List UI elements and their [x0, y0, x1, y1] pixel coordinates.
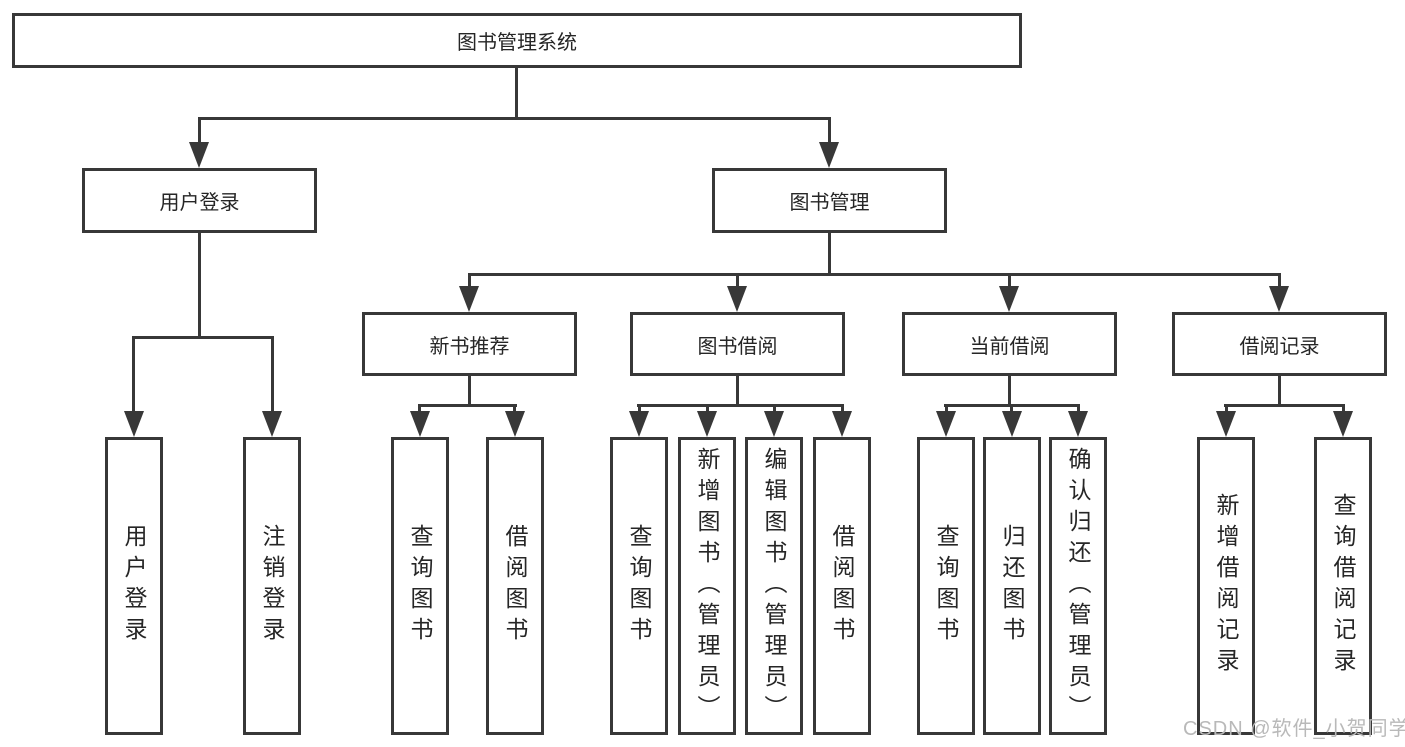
- node-label: 用户登录: [121, 524, 147, 648]
- node-label: 查询图书: [626, 524, 652, 648]
- csdn-watermark: CSDN @软件_小贺同学: [1183, 718, 1405, 740]
- node-label: 归还图书: [999, 524, 1025, 648]
- connector-line: [1278, 273, 1281, 288]
- leaf-return-books: 归还图书: [983, 437, 1041, 735]
- connector-line: [468, 273, 1281, 276]
- leaf-query-books: 查询图书: [391, 437, 449, 735]
- leaf-borrow-books: 借阅图书: [813, 437, 871, 735]
- node-label: 借阅图书: [829, 524, 855, 648]
- connector-line: [1342, 404, 1345, 416]
- arrow-down-icon: [936, 411, 956, 437]
- arrow-down-icon: [1333, 411, 1353, 437]
- arrow-down-icon: [999, 286, 1019, 312]
- connector-line: [828, 117, 831, 145]
- node-label: 图书借阅: [697, 335, 778, 358]
- arrow-down-icon: [1002, 411, 1022, 437]
- arrow-down-icon: [459, 286, 479, 312]
- leaf-edit-books-admin: 编辑图书（管理员）: [745, 437, 803, 735]
- connector-line: [828, 233, 831, 275]
- arrow-down-icon: [1269, 286, 1289, 312]
- connector-line: [1278, 376, 1281, 407]
- node-label: 新增图书（管理员）: [694, 446, 720, 726]
- arrow-down-icon: [410, 411, 430, 437]
- arrow-down-icon: [697, 411, 717, 437]
- node-label: 用户登录: [159, 192, 240, 214]
- node-label: 注销登录: [259, 524, 285, 648]
- arrow-down-icon: [727, 286, 747, 312]
- node-label: 新增借阅记录: [1213, 493, 1239, 679]
- arrow-down-icon: [819, 142, 839, 168]
- arrow-down-icon: [1216, 411, 1236, 437]
- connector-line: [736, 376, 739, 407]
- arrow-down-icon: [629, 411, 649, 437]
- leaf-confirm-return-admin: 确认归还（管理员）: [1049, 437, 1107, 735]
- node-borrow-records: 借阅记录: [1172, 312, 1387, 376]
- connector-line: [132, 336, 274, 339]
- leaf-query-books: 查询图书: [610, 437, 668, 735]
- leaf-query-borrow-record: 查询借阅记录: [1314, 437, 1372, 735]
- leaf-borrow-books: 借阅图书: [486, 437, 544, 735]
- connector-line: [468, 273, 471, 288]
- arrow-down-icon: [262, 411, 282, 437]
- arrow-down-icon: [832, 411, 852, 437]
- node-user-login: 用户登录: [82, 168, 317, 233]
- arrow-down-icon: [505, 411, 525, 437]
- node-label: 当前借阅: [969, 335, 1050, 358]
- connector-line: [638, 404, 641, 416]
- connector-line: [1225, 404, 1228, 416]
- leaf-query-books: 查询图书: [917, 437, 975, 735]
- node-label: 新书推荐: [429, 335, 510, 358]
- node-label: 借阅记录: [1239, 335, 1320, 358]
- node-book-management: 图书管理: [712, 168, 947, 233]
- node-label: 借阅图书: [502, 524, 528, 648]
- connector-line: [198, 117, 831, 120]
- connector-line: [945, 404, 948, 416]
- leaf-user-login: 用户登录: [105, 437, 163, 735]
- connector-line: [198, 117, 201, 145]
- leaf-add-books-admin: 新增图书（管理员）: [678, 437, 736, 735]
- connector-line: [773, 404, 776, 416]
- connector-line: [513, 404, 516, 416]
- connector-line: [736, 273, 739, 288]
- node-label: 确认归还（管理员）: [1065, 446, 1091, 726]
- node-current-borrow: 当前借阅: [902, 312, 1117, 376]
- leaf-logout: 注销登录: [243, 437, 301, 735]
- node-new-book-recommend: 新书推荐: [362, 312, 577, 376]
- connector-line: [1008, 273, 1011, 288]
- connector-line: [1224, 404, 1345, 407]
- arrow-down-icon: [764, 411, 784, 437]
- connector-line: [271, 336, 274, 414]
- connector-line: [418, 404, 517, 407]
- arrow-down-icon: [124, 411, 144, 437]
- connector-line: [637, 404, 844, 407]
- node-label: 图书管理: [789, 192, 870, 214]
- node-label: 图书管理系统: [457, 32, 577, 54]
- connector-line: [1010, 404, 1013, 416]
- connector-line: [1008, 376, 1011, 407]
- connector-line: [468, 376, 471, 407]
- connector-line: [841, 404, 844, 416]
- node-label: 查询图书: [933, 524, 959, 648]
- connector-line: [418, 404, 421, 416]
- connector-line: [132, 336, 135, 414]
- connector-line: [198, 233, 201, 338]
- connector-line: [706, 404, 709, 416]
- connector-line: [1077, 404, 1080, 416]
- arrow-down-icon: [1068, 411, 1088, 437]
- arrow-down-icon: [189, 142, 209, 168]
- node-book-borrow: 图书借阅: [630, 312, 845, 376]
- node-label: 查询借阅记录: [1330, 493, 1356, 679]
- node-label: 查询图书: [407, 524, 433, 648]
- node-root: 图书管理系统: [12, 13, 1022, 68]
- leaf-add-borrow-record: 新增借阅记录: [1197, 437, 1255, 735]
- node-label: 编辑图书（管理员）: [761, 446, 787, 726]
- connector-line: [515, 68, 518, 118]
